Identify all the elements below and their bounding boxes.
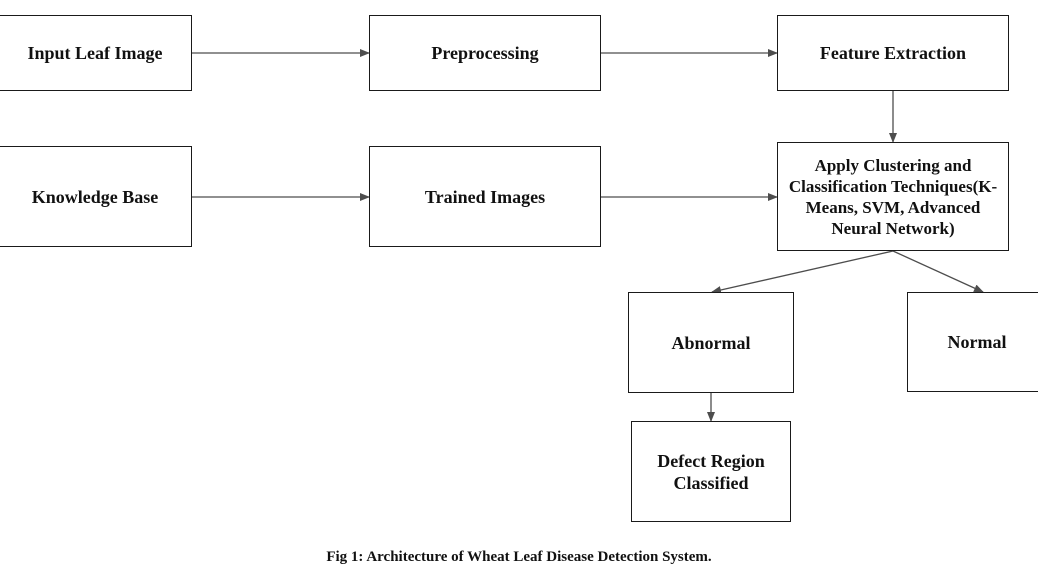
node-input-leaf-image: Input Leaf Image xyxy=(0,15,192,91)
node-defect-region-classified: Defect Region Classified xyxy=(631,421,791,522)
node-trained-images: Trained Images xyxy=(369,146,601,247)
node-knowledge-base: Knowledge Base xyxy=(0,146,192,247)
figure-caption: Fig 1: Architecture of Wheat Leaf Diseas… xyxy=(326,549,712,565)
node-normal: Normal xyxy=(907,292,1038,392)
node-feature-extraction: Feature Extraction xyxy=(777,15,1009,91)
node-abnormal: Abnormal xyxy=(628,292,794,393)
arrow-clustering-to-abnormal xyxy=(711,250,894,294)
arrow-clustering-to-normal xyxy=(892,250,984,293)
node-apply-clustering-classification: Apply Clustering and Classification Tech… xyxy=(777,142,1009,251)
node-preprocessing: Preprocessing xyxy=(369,15,601,91)
